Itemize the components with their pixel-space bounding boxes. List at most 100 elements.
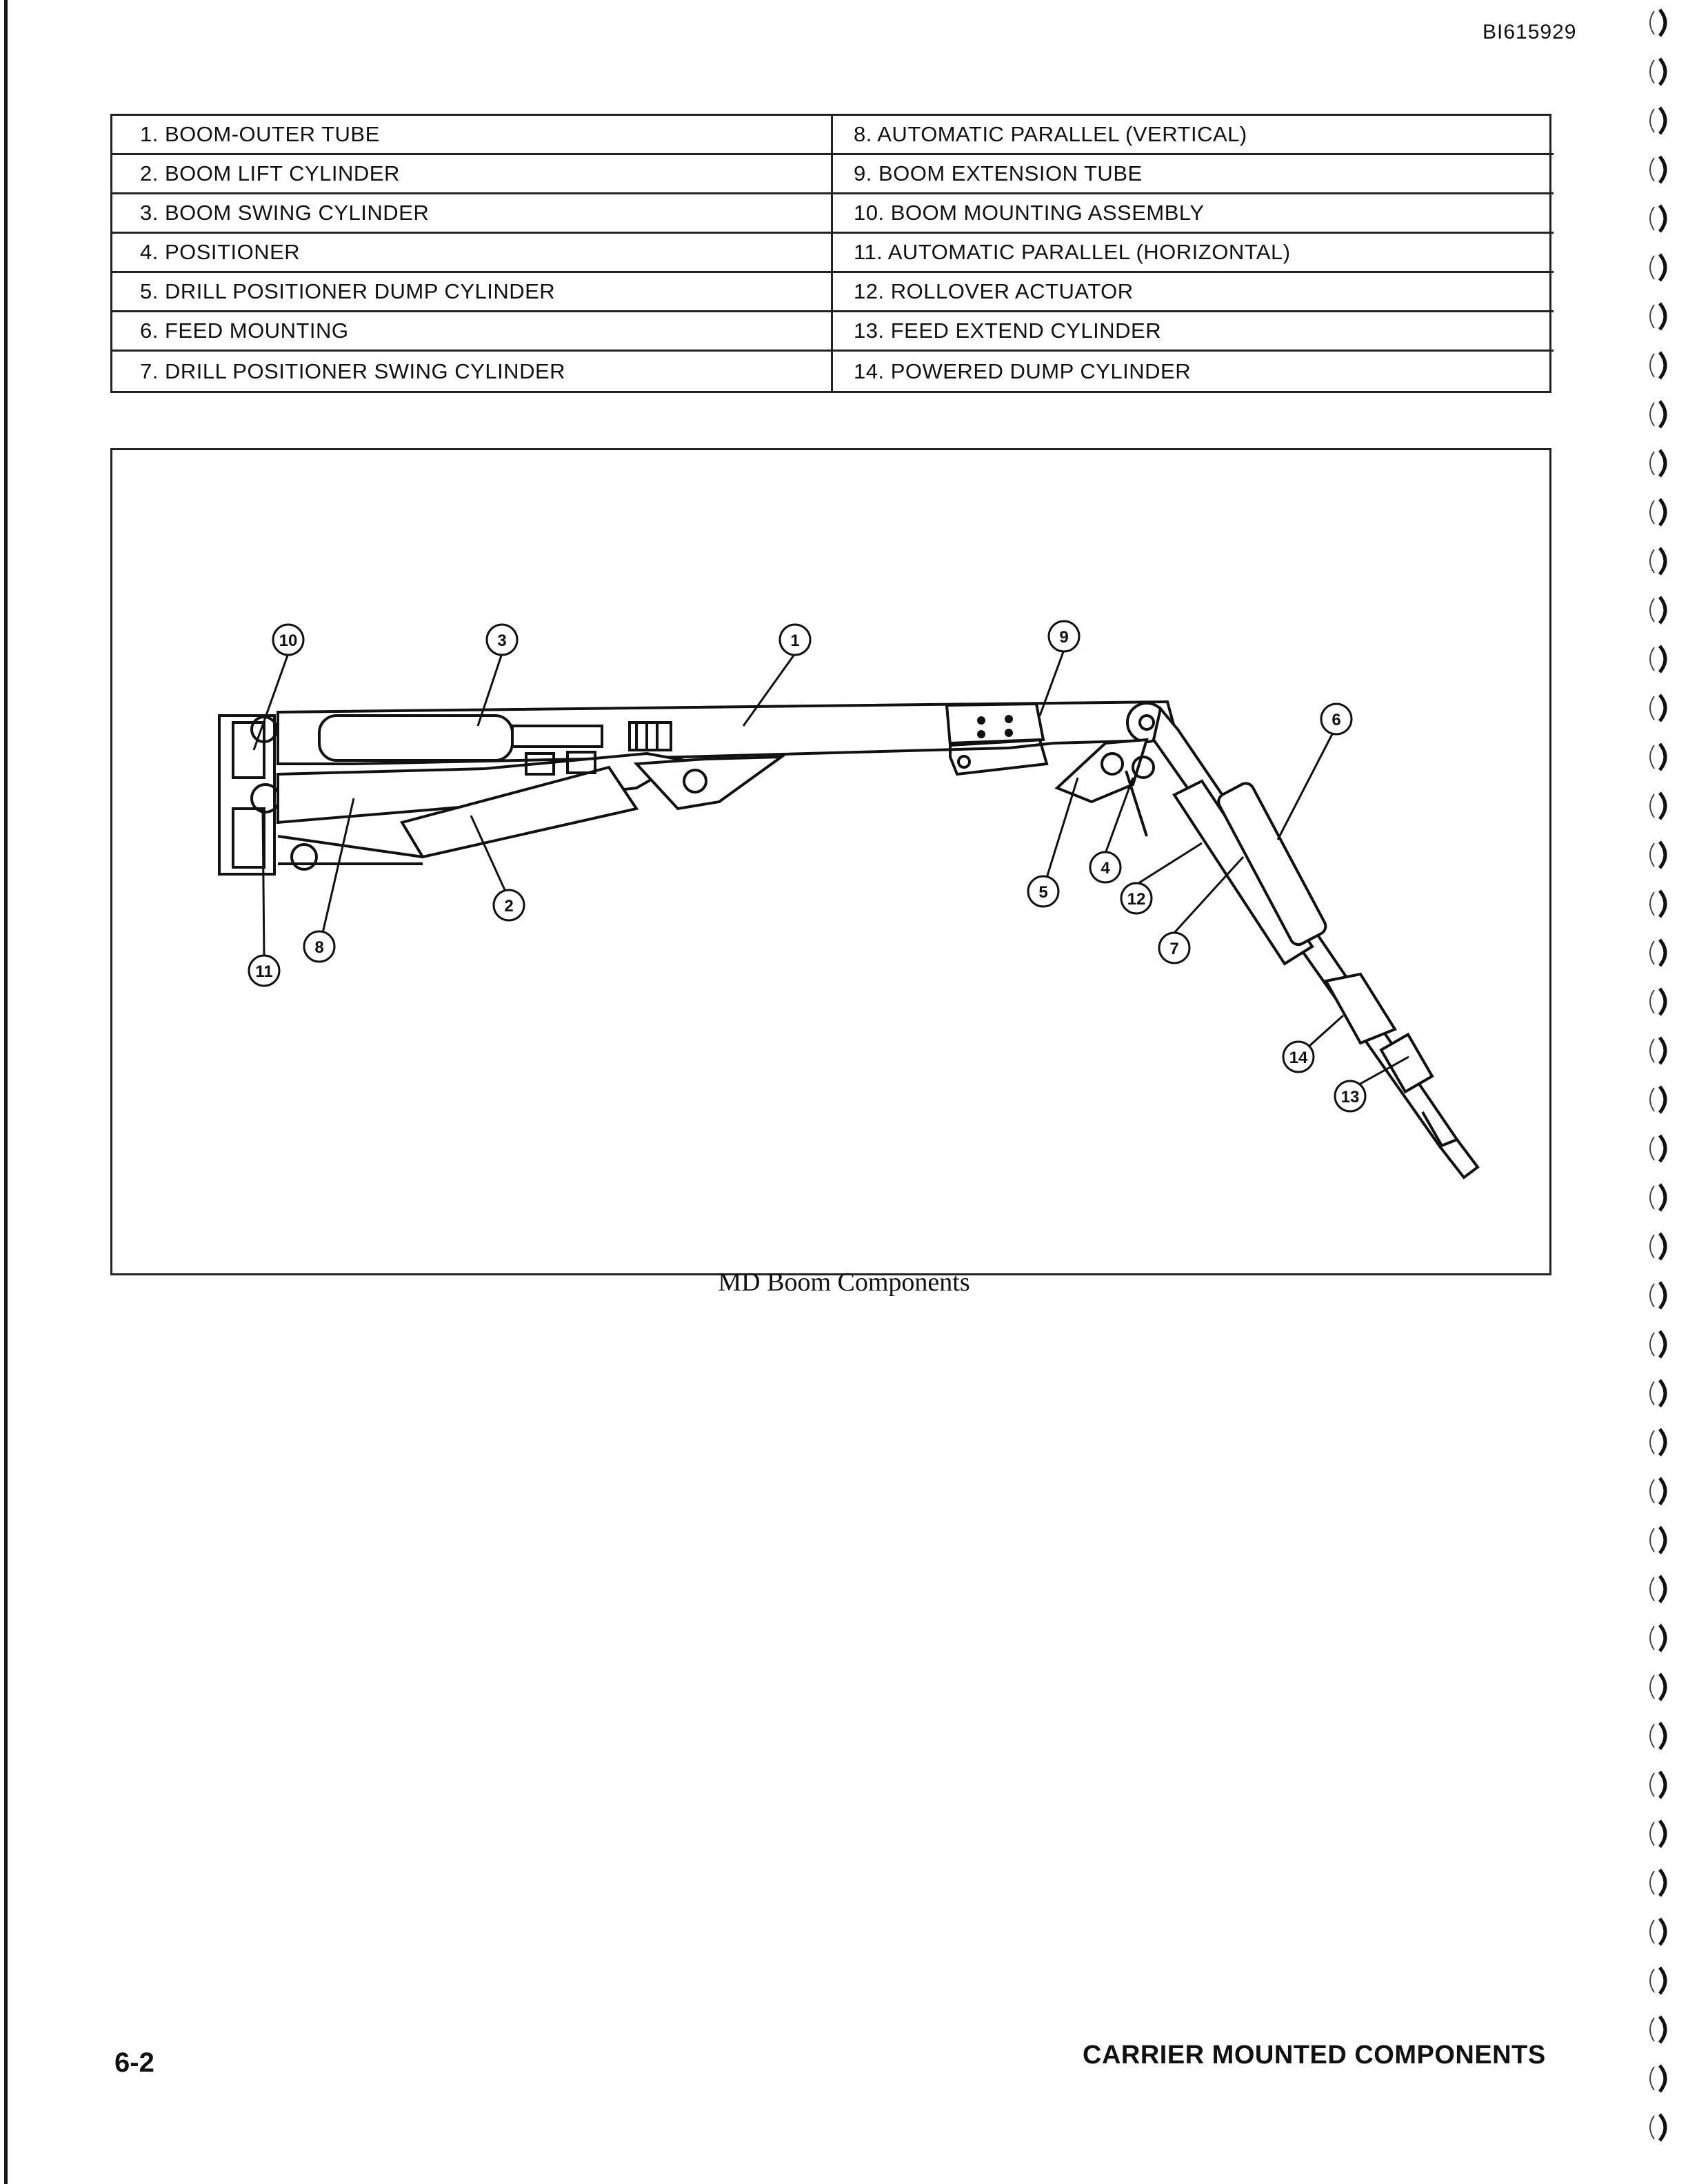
binding-edge <box>4 0 8 2184</box>
binder-ring-hole <box>1645 1475 1674 1507</box>
callout-label: 5 <box>1038 883 1047 902</box>
binder-ring-hole <box>1645 1182 1674 1213</box>
legend-item-4: 4. POSITIONER <box>112 234 833 273</box>
callout-bubble <box>303 930 336 963</box>
legend-item-7: 7. DRILL POSITIONER SWING CYLINDER <box>112 352 833 391</box>
binder-ring-hole <box>1645 1867 1674 1899</box>
legend-item-6: 6. FEED MOUNTING <box>112 312 833 352</box>
binder-ring-hole <box>1645 1769 1674 1801</box>
binder-ring-hole <box>1645 1524 1674 1556</box>
binder-ring-hole <box>1645 1622 1674 1654</box>
legend-item-13: 13. FEED EXTEND CYLINDER <box>833 312 1554 352</box>
binder-ring-hole <box>1645 839 1674 871</box>
binder-ring-hole <box>1645 56 1674 88</box>
binder-ring-hole <box>1645 986 1674 1018</box>
callout-bubble <box>1158 931 1191 964</box>
binder-ring-hole <box>1645 350 1674 381</box>
callout-bubble <box>1089 851 1122 884</box>
callout-bubble <box>1282 1040 1315 1073</box>
callout-label: 11 <box>255 962 272 981</box>
binder-ring-hole <box>1645 1084 1674 1115</box>
binder-ring-hole <box>1645 1720 1674 1752</box>
binder-ring-hole <box>1645 203 1674 234</box>
binder-ring-hole <box>1645 252 1674 283</box>
binder-ring-hole <box>1645 1573 1674 1605</box>
callout-label: 12 <box>1127 890 1146 909</box>
legend-item-11: 11. AUTOMATIC PARALLEL (HORIZONTAL) <box>833 234 1554 273</box>
callout-bubble <box>248 954 281 987</box>
legend-item-14: 14. POWERED DUMP CYLINDER <box>854 358 1192 383</box>
feed-mounting <box>1152 705 1480 1180</box>
binder-ring-hole <box>1645 1133 1674 1164</box>
callout-label: 10 <box>279 631 298 650</box>
legend-item-5: 5. DRILL POSITIONER DUMP CYLINDER <box>112 273 833 312</box>
callout-label: 13 <box>1341 1088 1360 1106</box>
binder-ring-hole <box>1645 1916 1674 1948</box>
callout-label: 6 <box>1332 711 1340 729</box>
callout-label: 1 <box>790 631 799 650</box>
parts-legend-table: 1. BOOM-OUTER TUBE 2. BOOM LIFT CYLINDER… <box>110 114 1554 393</box>
callout-label: 9 <box>1059 628 1068 647</box>
boom-mounting-plate <box>218 714 318 876</box>
callout-label: 14 <box>1289 1049 1308 1067</box>
binder-ring-hole <box>1645 7 1674 39</box>
binder-ring-hole <box>1645 1035 1674 1066</box>
callout-bubble <box>1334 1080 1367 1113</box>
legend-item-12: 12. ROLLOVER ACTUATOR <box>833 273 1554 312</box>
legend-item-2: 2. BOOM LIFT CYLINDER <box>112 155 833 194</box>
binder-ring-hole <box>1645 1280 1674 1311</box>
callout-leaders <box>252 649 1409 1093</box>
binder-ring-hole <box>1645 1965 1674 1996</box>
binder-ring-hole <box>1645 154 1674 185</box>
binder-ring-hole <box>1645 692 1674 724</box>
binder-ring-hole <box>1645 1377 1674 1409</box>
page-number: 6-2 <box>114 2048 154 2078</box>
legend-item-3: 3. BOOM SWING CYLINDER <box>112 194 833 234</box>
binder-ring-hole <box>1645 1426 1674 1458</box>
binder-ring-hole <box>1645 937 1674 969</box>
binder-ring-hole <box>1645 496 1674 528</box>
callout-bubble <box>492 889 525 922</box>
binder-ring-hole <box>1645 2063 1674 2094</box>
callout-label: 4 <box>1101 859 1110 878</box>
legend-item-8: 8. AUTOMATIC PARALLEL (VERTICAL) <box>833 116 1554 155</box>
boom-lift-cylinder <box>277 751 786 865</box>
callout-bubble <box>778 623 812 656</box>
callout-bubble <box>1027 875 1060 908</box>
binder-ring-hole <box>1645 2112 1674 2143</box>
document-id: BI615929 <box>1483 21 1577 43</box>
binder-ring-hole <box>1645 594 1674 626</box>
binder-ring-hole <box>1645 888 1674 920</box>
section-title: CARRIER MOUNTED COMPONENTS <box>1083 2041 1546 2070</box>
boom-swing-cylinder <box>318 714 672 762</box>
binder-ring-hole <box>1645 301 1674 332</box>
callout-bubble <box>1047 620 1081 653</box>
binder-ring-hole <box>1645 643 1674 675</box>
callout-bubble <box>1120 882 1153 915</box>
callout-label: 2 <box>504 897 513 916</box>
binder-ring-hole <box>1645 741 1674 773</box>
legend-item-1: 1. BOOM-OUTER TUBE <box>112 116 833 155</box>
legend-item-10: 10. BOOM MOUNTING ASSEMBLY <box>833 194 1554 234</box>
boom-diagram: 10 3 1 9 6 5 4 12 7 2 8 11 14 1 <box>218 620 1480 1180</box>
binder-ring-hole <box>1645 1671 1674 1703</box>
callout-label: 3 <box>497 631 506 650</box>
legend-item-9: 9. BOOM EXTENSION TUBE <box>833 155 1554 194</box>
binder-ring-hole <box>1645 398 1674 430</box>
binder-ring-hole <box>1645 790 1674 822</box>
boom-diagram-frame: 10 3 1 9 6 5 4 12 7 2 8 11 14 1 <box>110 448 1551 1275</box>
callout-bubble <box>485 623 519 656</box>
callout-bubble <box>1320 702 1353 736</box>
binder-ring-hole <box>1645 1231 1674 1262</box>
callout-bubble <box>272 623 305 656</box>
callout-bubbles: 10 3 1 9 6 5 4 12 7 2 8 11 14 1 <box>248 620 1367 1113</box>
binder-ring-hole <box>1645 2014 1674 2045</box>
callout-label: 8 <box>314 938 323 957</box>
binder-ring-hole <box>1645 105 1674 136</box>
callout-label: 7 <box>1169 940 1178 958</box>
binder-ring-hole <box>1645 1328 1674 1360</box>
figure-caption: MD Boom Components <box>718 1268 970 1297</box>
binder-ring-hole <box>1645 1818 1674 1850</box>
binder-ring-hole <box>1645 447 1674 479</box>
binder-ring-hole <box>1645 545 1674 577</box>
